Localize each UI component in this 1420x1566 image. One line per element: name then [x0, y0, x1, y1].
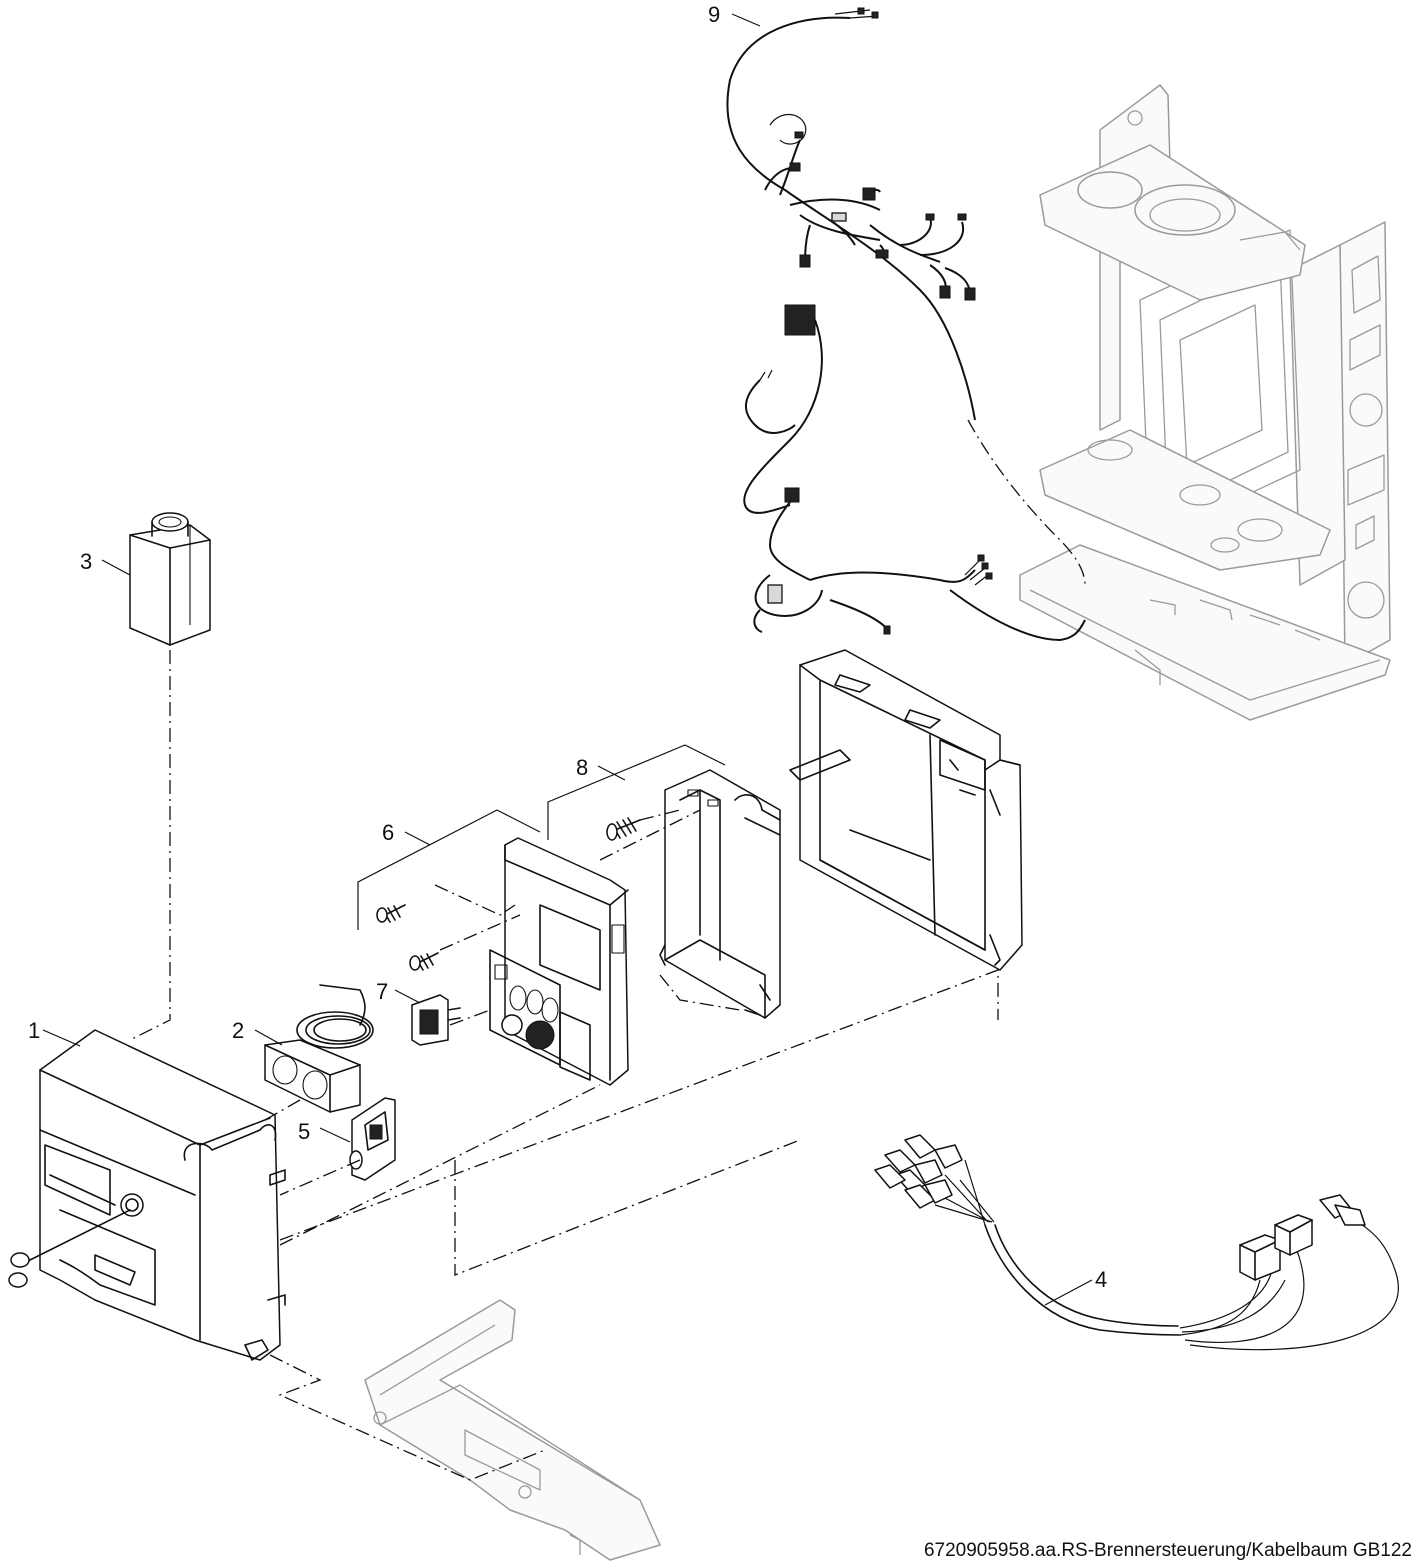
part-4: [874, 1134, 1399, 1351]
callout-1: 1: [28, 1018, 40, 1043]
callout-5: 5: [298, 1119, 310, 1144]
connector-block-b: [1274, 1214, 1313, 1256]
lower-rail: [364, 1299, 661, 1561]
center-lines: [129, 419, 1086, 1481]
callout-labels: 1 2 3 4 5 6 7 8 9: [28, 2, 1107, 1292]
callout-leaders: [42, 13, 1093, 1306]
part-5: [349, 1097, 396, 1181]
part-7: [411, 994, 461, 1046]
callout-8: 8: [576, 755, 588, 780]
callout-3: 3: [80, 549, 92, 574]
wiring-harness-center: [743, 304, 1086, 642]
part-2: [264, 984, 374, 1113]
housing-rear: [789, 649, 1023, 971]
callout-7: 7: [376, 979, 388, 1004]
boiler-frame: [1019, 84, 1391, 721]
screw-6b: [409, 952, 439, 971]
part-8: [659, 769, 781, 1019]
screw-8: [606, 817, 641, 841]
callout-2: 2: [232, 1018, 244, 1043]
callout-4: 4: [1095, 1267, 1107, 1292]
part-3: [129, 512, 211, 646]
callout-6: 6: [382, 820, 394, 845]
wiring-harness-9: [726, 7, 976, 421]
part-6: [489, 837, 629, 1086]
figure-reference: 6720905958.aa.RS-Brennersteuerung/Kabelb…: [923, 1540, 1412, 1561]
callout-9: 9: [708, 2, 720, 27]
screw-6a: [376, 904, 406, 923]
part-1: [8, 1029, 286, 1361]
spade-terminals: [874, 1134, 1366, 1226]
connector-block-a: [1239, 1234, 1281, 1281]
